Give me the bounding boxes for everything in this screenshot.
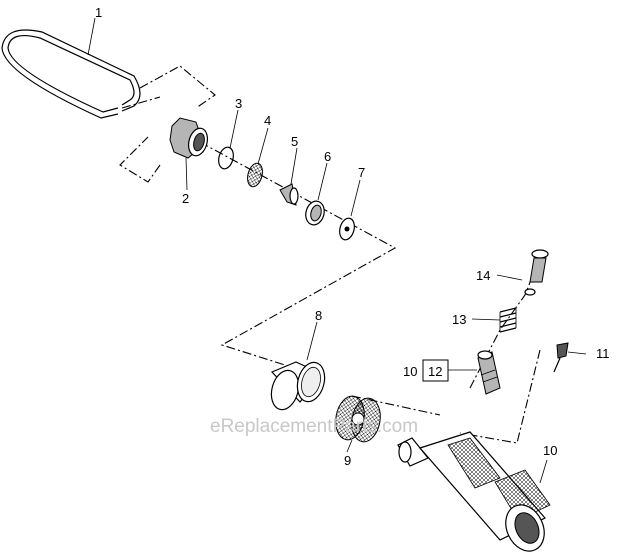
watermark-text: eReplacementParts.com bbox=[210, 416, 418, 437]
callout-1: 1 bbox=[95, 5, 102, 20]
leader-lines bbox=[87, 17, 587, 484]
callout-10-body: 10 bbox=[543, 443, 557, 458]
callout-3: 3 bbox=[235, 96, 242, 111]
part-7-flat-washer bbox=[339, 217, 355, 241]
part-13-spring bbox=[499, 307, 517, 333]
part-3-o-ring bbox=[218, 146, 234, 170]
callout-14: 14 bbox=[476, 268, 490, 283]
part-6-washer bbox=[305, 200, 325, 226]
part-14-valve-stem bbox=[524, 249, 549, 296]
callout-10-cartridge: 10 bbox=[403, 364, 417, 379]
callout-4: 4 bbox=[264, 113, 271, 128]
callout-12: 12 bbox=[428, 364, 442, 379]
callout-5: 5 bbox=[291, 134, 298, 149]
callout-6: 6 bbox=[324, 149, 331, 164]
callout-labels: 1 2 3 4 5 6 7 8 9 10 10 11 12 13 14 bbox=[95, 5, 610, 468]
part-5-cone-valve bbox=[279, 183, 299, 206]
callout-9: 9 bbox=[344, 453, 351, 468]
part-8-sleeve bbox=[270, 361, 326, 411]
callout-13: 13 bbox=[452, 312, 466, 327]
part-10-main-body bbox=[397, 431, 551, 552]
part-11-screw bbox=[553, 342, 569, 373]
part-2-hex-fitting bbox=[169, 117, 209, 159]
callout-8: 8 bbox=[315, 308, 322, 323]
callout-2: 2 bbox=[182, 191, 189, 206]
callout-11: 11 bbox=[596, 346, 610, 361]
part-12-cartridge bbox=[477, 350, 501, 395]
callout-7: 7 bbox=[358, 165, 365, 180]
part-4-screen bbox=[247, 162, 263, 188]
part-9-rollers bbox=[335, 395, 381, 443]
part-1-wire-loop bbox=[1, 29, 141, 119]
